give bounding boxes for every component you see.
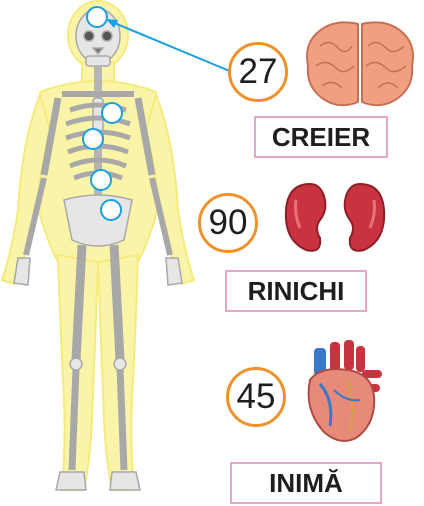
kidneys-icon [282,180,388,254]
brain-number-badge[interactable]: 27 [228,42,288,102]
spot-upper-chest[interactable] [102,103,122,123]
heart-number-badge[interactable]: 45 [226,367,286,427]
connector-line [112,22,232,72]
brain-label[interactable]: CREIER [254,116,388,158]
spot-lower-abdomen[interactable] [101,200,121,220]
heart-icon [300,340,382,448]
spot-heart[interactable] [83,129,103,149]
kidneys-number-badge[interactable]: 90 [198,193,258,253]
heart-label[interactable]: INIMĂ [230,462,382,504]
spot-abdomen[interactable] [91,170,111,190]
kidneys-label[interactable]: RINICHI [225,270,367,312]
spot-brain[interactable] [87,7,107,27]
brain-icon [302,16,418,112]
